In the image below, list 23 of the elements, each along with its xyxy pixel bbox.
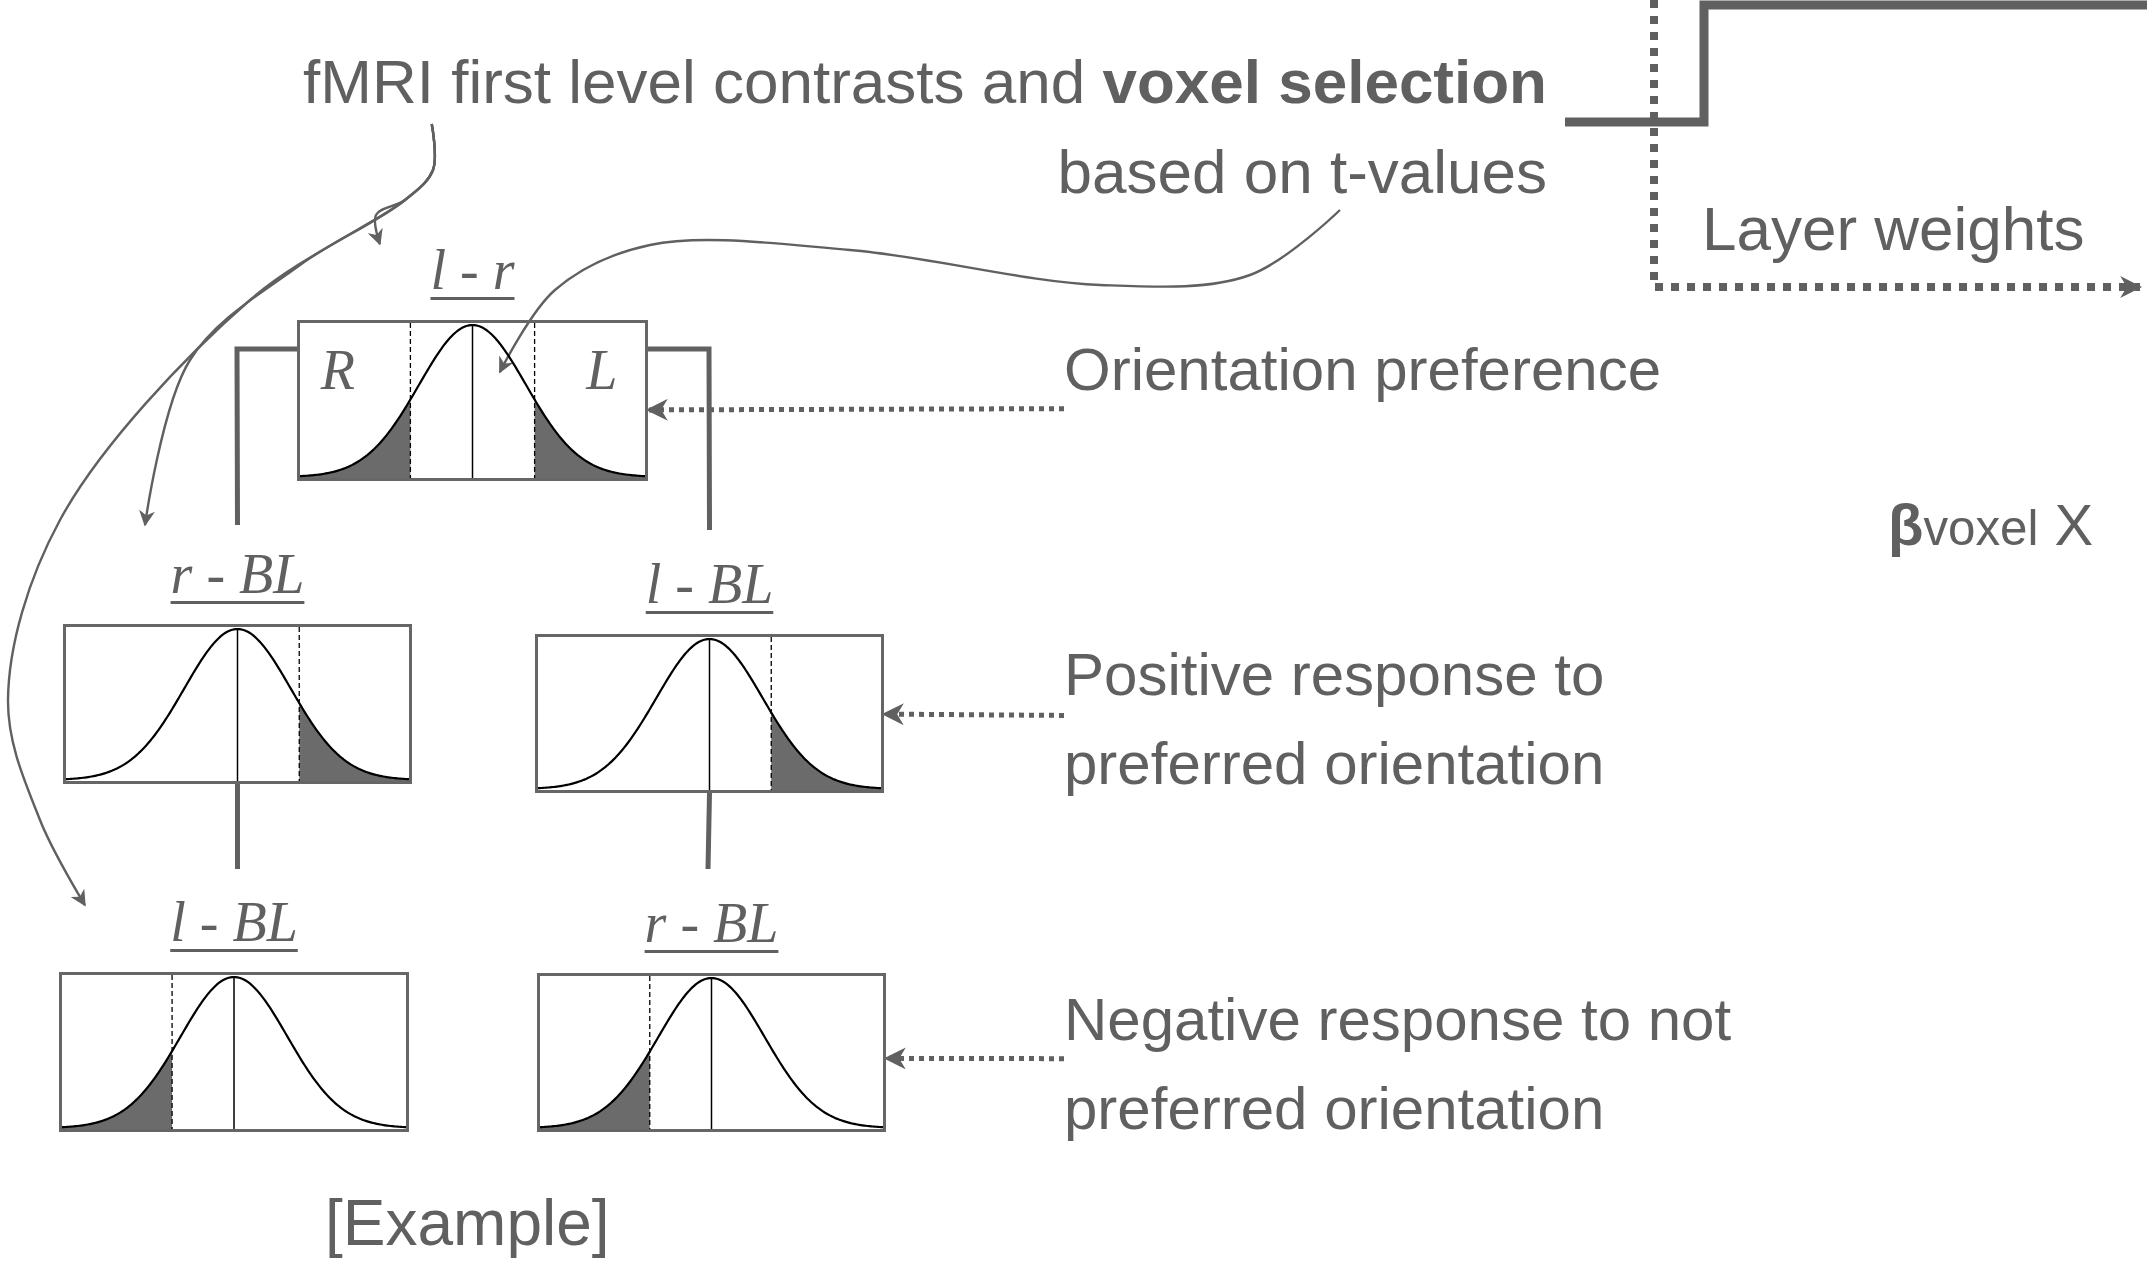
chart-title: r - BL (643, 895, 780, 951)
tree-line (234, 346, 297, 525)
chart-title: l - BL (169, 894, 299, 950)
curved-arrow (6, 123, 437, 907)
dotted-arrow (883, 1047, 1064, 1070)
dotted-arrow (881, 703, 1064, 726)
tree-line (648, 346, 712, 530)
arrow-label: Layer weights (1702, 193, 2085, 265)
heading-text: fMRI first level contrasts and voxel selection (60, 40, 1547, 124)
region-letter: R (320, 341, 355, 398)
annotation-text: Positive response to preferred orientation (1064, 630, 1824, 808)
chart-title: l - r (429, 242, 516, 298)
heading-text: based on t-values (900, 134, 1547, 210)
annotation-text: Orientation preference (1064, 325, 1824, 503)
dotted-arrow (645, 398, 1064, 421)
tree-line (705, 792, 712, 870)
tree-line (235, 784, 240, 869)
annotation-text: Negative response to not preferred orientation (1064, 975, 1824, 1153)
curved-arrow (498, 209, 1341, 374)
chart-title: r - BL (169, 546, 306, 602)
region-letter: L (586, 341, 618, 398)
caption-text: [Example] (325, 1186, 610, 1261)
chart-title: l - BL (644, 556, 775, 612)
